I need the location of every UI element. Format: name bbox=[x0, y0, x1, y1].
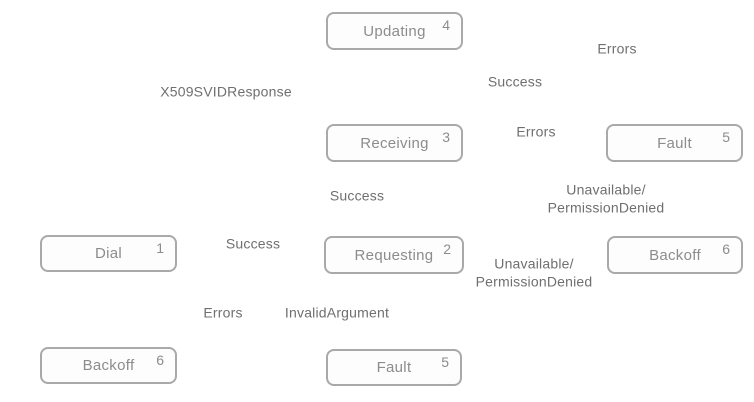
state-number-badge: 1 bbox=[156, 240, 164, 256]
state-node-fault-right: Fault 5 bbox=[606, 124, 743, 162]
edge-label-unavailable-permissiondenied-lower: Unavailable/ PermissionDenied bbox=[475, 255, 593, 290]
state-label: Updating bbox=[363, 22, 426, 40]
state-node-fault-bottom: Fault 5 bbox=[326, 349, 462, 386]
state-node-receiving: Receiving 3 bbox=[326, 124, 463, 162]
edge-label-errors-mid: Errors bbox=[516, 123, 556, 140]
state-node-requesting: Requesting 2 bbox=[324, 236, 464, 274]
state-label: Receiving bbox=[360, 134, 429, 152]
state-number-badge: 4 bbox=[442, 17, 450, 33]
state-label: Requesting bbox=[354, 246, 434, 264]
edge-label-success-left: Success bbox=[225, 235, 281, 252]
state-label: Dial bbox=[94, 245, 123, 262]
state-node-updating: Updating 4 bbox=[326, 12, 463, 50]
edge-label-errors-top: Errors bbox=[597, 40, 637, 57]
state-node-backoff-bottom: Backoff 6 bbox=[40, 347, 177, 384]
edge-label-success-upper: Success bbox=[487, 73, 543, 90]
state-number-badge: 6 bbox=[722, 241, 730, 257]
state-node-dial: Dial 1 bbox=[40, 235, 177, 272]
edge-label-invalidargument: InvalidArgument bbox=[284, 304, 390, 321]
edge-label-x509svidresponse: X509SVIDResponse bbox=[160, 83, 292, 100]
state-number-badge: 2 bbox=[443, 241, 451, 257]
edge-label-success-mid: Success bbox=[329, 187, 385, 204]
state-number-badge: 5 bbox=[722, 129, 730, 145]
state-node-backoff-right: Backoff 6 bbox=[607, 236, 743, 274]
state-label: Backoff bbox=[82, 357, 135, 374]
state-number-badge: 5 bbox=[441, 354, 449, 370]
state-label: Fault bbox=[657, 134, 692, 152]
edge-label-unavailable-permissiondenied-upper: Unavailable/ PermissionDenied bbox=[547, 181, 665, 216]
state-label: Backoff bbox=[649, 246, 701, 264]
state-number-badge: 6 bbox=[156, 352, 164, 368]
state-label: Fault bbox=[376, 359, 412, 376]
edge-label-errors-bottom: Errors bbox=[203, 304, 243, 321]
state-number-badge: 3 bbox=[442, 129, 450, 145]
